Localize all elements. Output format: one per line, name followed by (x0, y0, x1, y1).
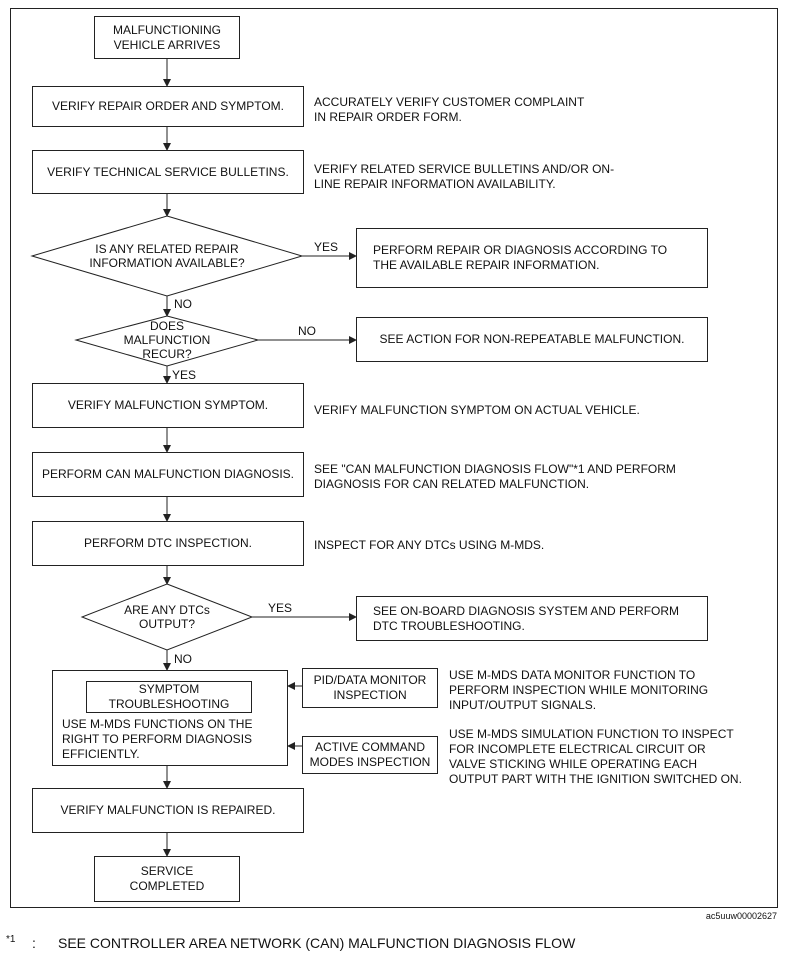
can-diagnosis-box: PERFORM CAN MALFUNCTION DIAGNOSIS. (32, 452, 304, 497)
verify-symptom-box: VERIFY MALFUNCTION SYMPTOM. (32, 383, 304, 428)
note-active: USE M-MDS SIMULATION FUNCTION TO INSPECT… (449, 727, 742, 786)
label-no-dtc: NO (174, 652, 192, 666)
decision-repair-info-text: IS ANY RELATED REPAIR INFORMATION AVAILA… (89, 242, 245, 270)
label-no-repair-info: NO (174, 297, 192, 311)
label-yes-recur: YES (172, 368, 197, 382)
footnote-marker: *1 (6, 934, 16, 945)
verify-tsb-box: VERIFY TECHNICAL SERVICE BULLETINS. (32, 150, 304, 194)
label-yes-dtc: YES (268, 601, 293, 615)
decision-dtc-output-diamond (80, 583, 254, 651)
label-no-recur: NO (298, 324, 316, 338)
obd-system-box: SEE ON-BOARD DIAGNOSIS SYSTEM AND PERFOR… (356, 596, 708, 641)
decision-repair-info-diamond (30, 215, 304, 297)
footnote-separator: : (32, 935, 36, 951)
figure-code: ac5uuw00002627 (705, 911, 777, 921)
note-repair-order: ACCURATELY VERIFY CUSTOMER COMPLAINT IN … (314, 95, 585, 124)
decision-dtc-output-text: ARE ANY DTCs OUTPUT? (124, 603, 210, 631)
note-can: SEE "CAN MALFUNCTION DIAGNOSIS FLOW"*1 A… (314, 462, 676, 491)
footnote-text: SEE CONTROLLER AREA NETWORK (CAN) MALFUN… (58, 935, 576, 951)
symptom-troubleshooting-text: USE M-MDS FUNCTIONS ON THE RIGHT TO PERF… (62, 717, 253, 761)
decision-recur-text: DOES MALFUNCTION RECUR? (123, 319, 211, 361)
verify-repair-order-box: VERIFY REPAIR ORDER AND SYMPTOM. (32, 86, 304, 127)
perform-repair-info-box: PERFORM REPAIR OR DIAGNOSIS ACCORDING TO… (356, 228, 708, 288)
note-dtc: INSPECT FOR ANY DTCs USING M-MDS. (314, 538, 545, 552)
decision-recur-diamond (74, 315, 260, 367)
note-symptom: VERIFY MALFUNCTION SYMPTOM ON ACTUAL VEH… (314, 403, 640, 417)
service-completed-box: SERVICE COMPLETED (94, 856, 240, 902)
note-tsb: VERIFY RELATED SERVICE BULLETINS AND/OR … (314, 162, 615, 191)
symptom-troubleshooting-box: SYMPTOM TROUBLESHOOTING (86, 681, 252, 713)
active-command-box: ACTIVE COMMAND MODES INSPECTION (302, 736, 438, 774)
label-yes-repair-info: YES (314, 240, 339, 254)
dtc-inspection-box: PERFORM DTC INSPECTION. (32, 521, 304, 566)
non-repeatable-box: SEE ACTION FOR NON-REPEATABLE MALFUNCTIO… (356, 317, 708, 362)
diagram-frame (10, 8, 778, 908)
pid-monitor-box: PID/DATA MONITOR INSPECTION (302, 668, 438, 708)
start-box: MALFUNCTIONING VEHICLE ARRIVES (94, 16, 240, 59)
note-pid: USE M-MDS DATA MONITOR FUNCTION TO PERFO… (449, 668, 709, 712)
verify-repaired-box: VERIFY MALFUNCTION IS REPAIRED. (32, 788, 304, 833)
